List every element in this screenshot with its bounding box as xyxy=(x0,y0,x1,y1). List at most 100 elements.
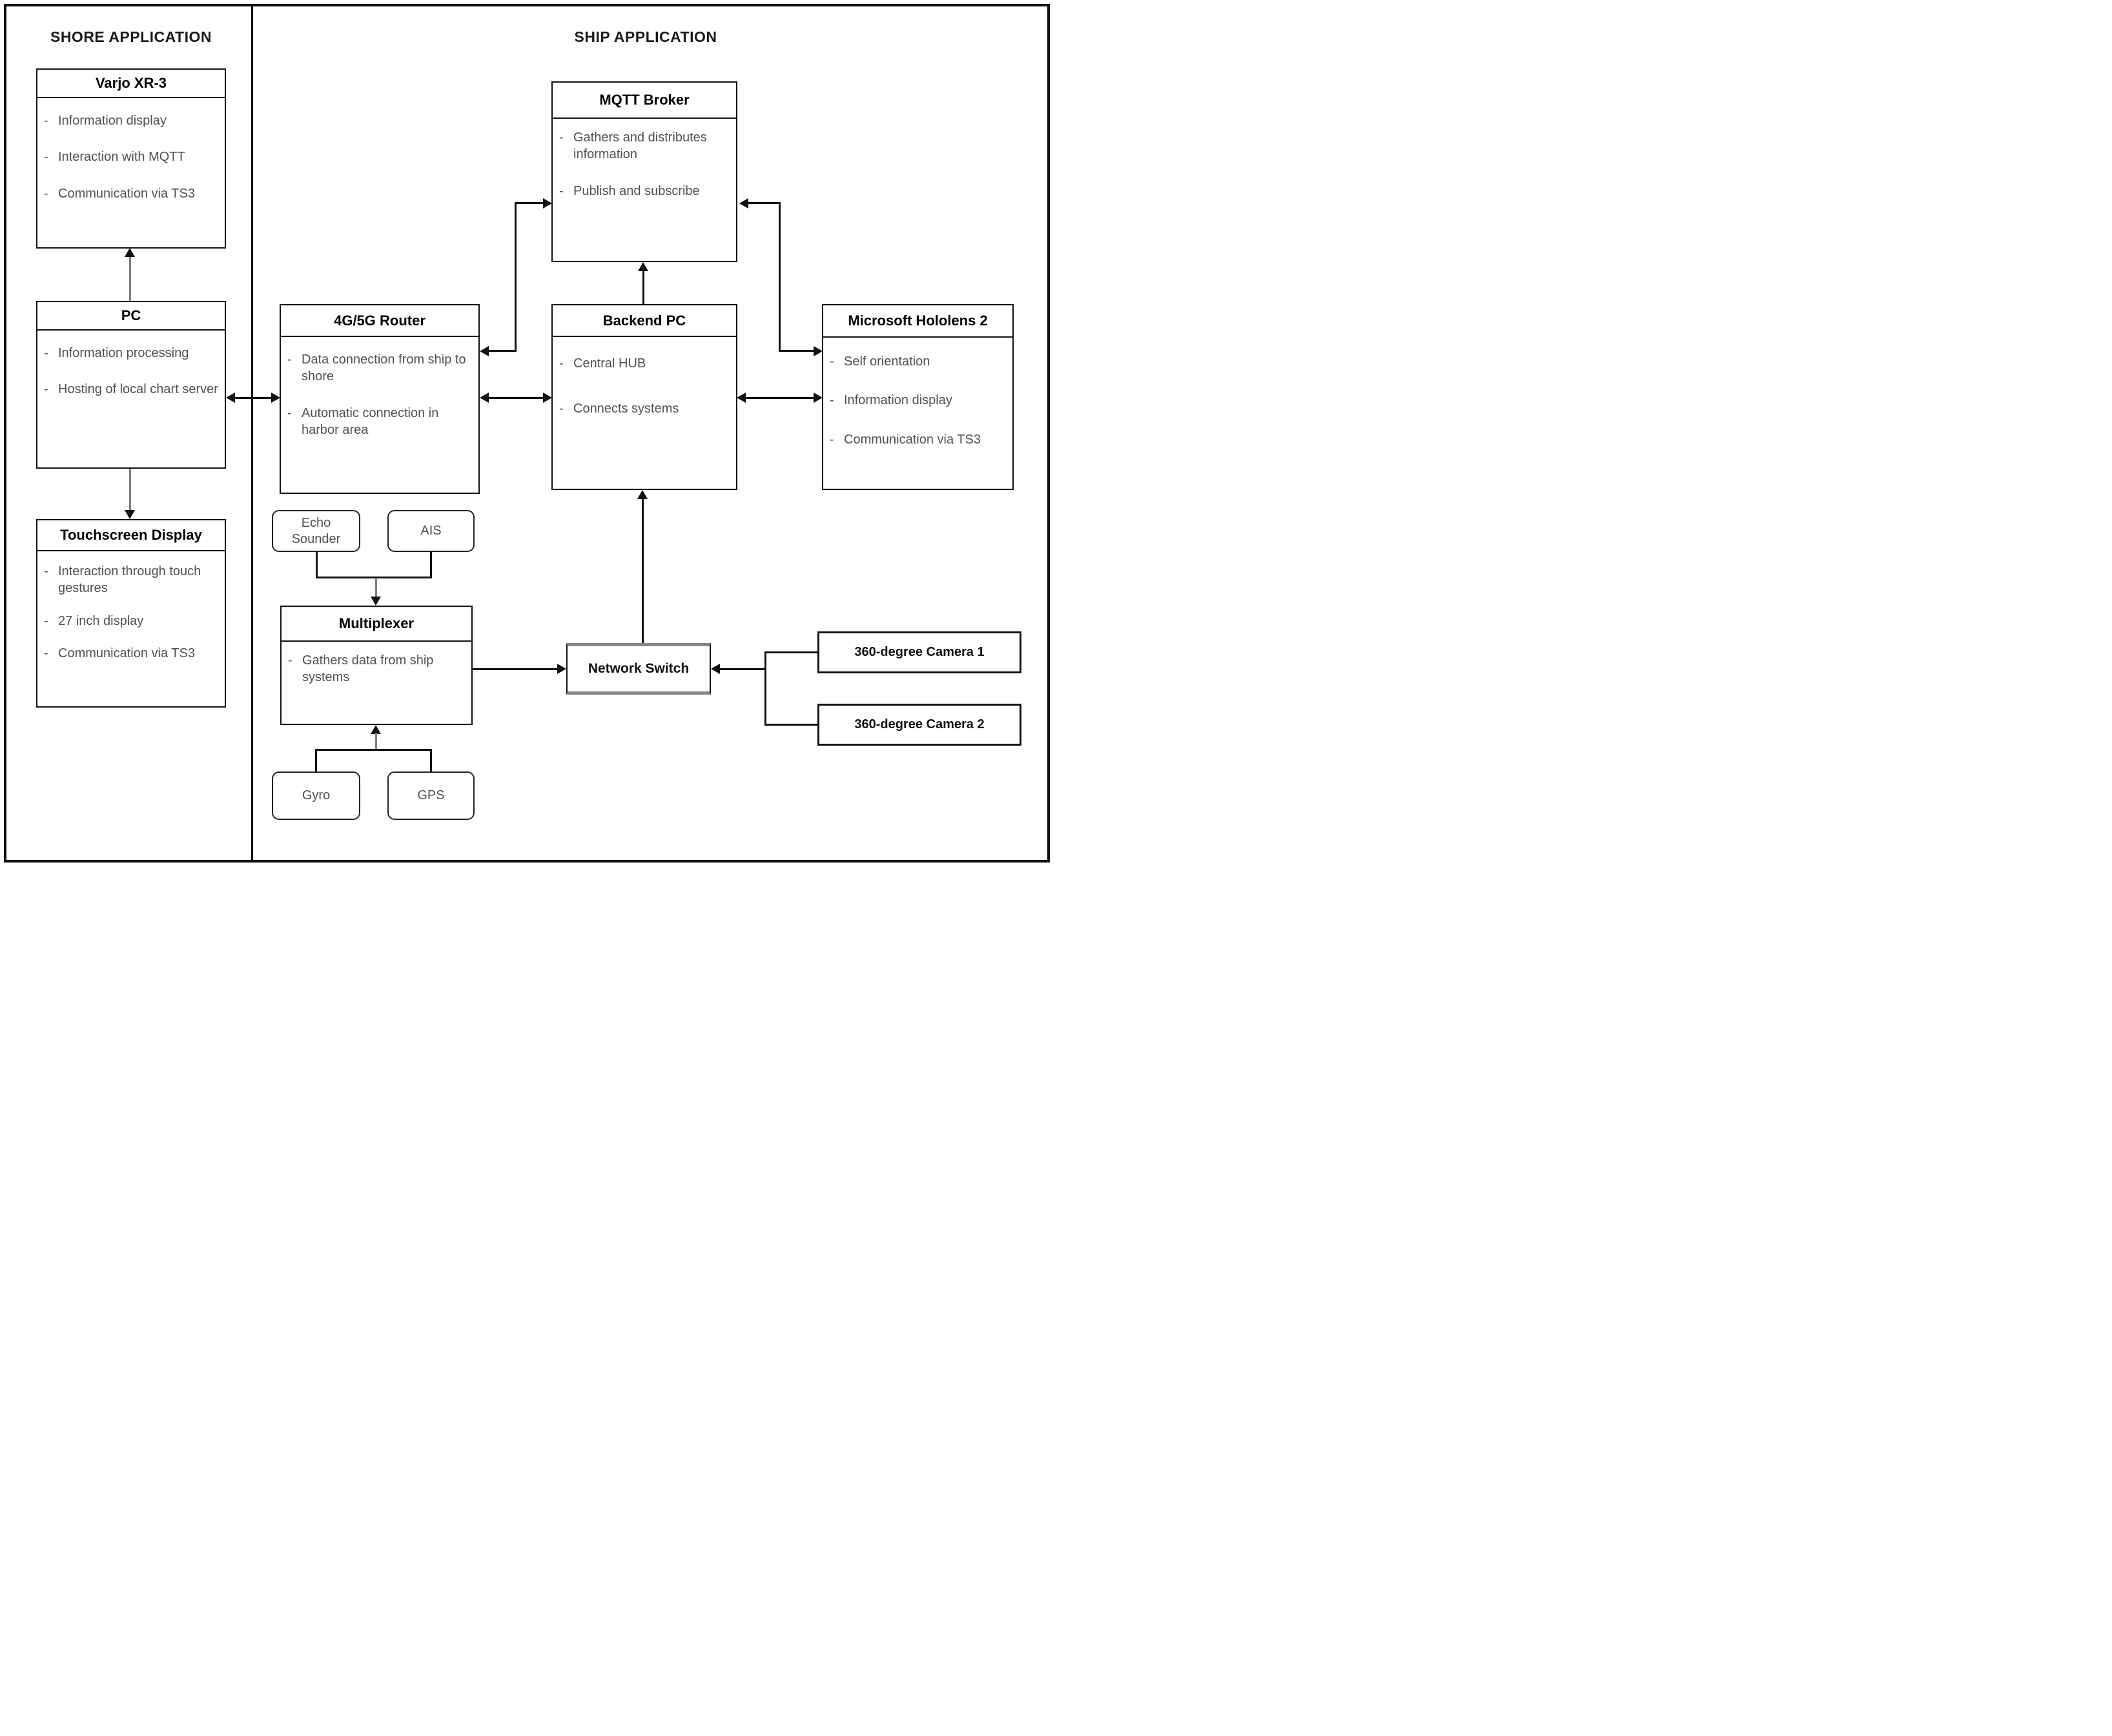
gyro-label: Gyro xyxy=(302,788,331,802)
bullet-dash: - xyxy=(287,405,292,420)
bullet-dash: - xyxy=(288,653,292,668)
bullet-dash: - xyxy=(559,130,564,145)
bullet-text: Information display xyxy=(844,393,952,408)
list-item: -Automatic connection in harbor area xyxy=(287,405,472,439)
bullet-text: Automatic connection in harbor area xyxy=(302,405,439,438)
bullet-text: Hosting of local chart server xyxy=(58,382,218,397)
bullet-dash: - xyxy=(830,393,834,408)
bullet-dash: - xyxy=(830,354,834,369)
varjo-xr3-box: Varjo XR-3 -Information display -Interac… xyxy=(36,68,226,249)
diagram-canvas: SHORE APPLICATION SHIP APPLICATION Varjo… xyxy=(0,0,1056,868)
connector-backend-to-mqtt xyxy=(642,270,644,304)
multiplexer-body: -Gathers data from ship systems xyxy=(282,642,471,711)
bullet-dash: - xyxy=(559,356,564,371)
varjo-xr3-title: Varjo XR-3 xyxy=(37,70,225,98)
connector-gyro-rise xyxy=(315,749,317,771)
bullet-dash: - xyxy=(559,183,564,198)
bullet-text: Communication via TS3 xyxy=(58,186,195,201)
camera2-box: 360-degree Camera 2 xyxy=(817,704,1021,746)
connector-router-mqtt-v xyxy=(515,202,517,352)
bullet-dash: - xyxy=(44,382,48,397)
arrowhead-left-mqtt-elbow xyxy=(739,198,748,209)
hololens-box: Microsoft Hololens 2 -Self orientation -… xyxy=(822,304,1014,490)
mqtt-broker-title: MQTT Broker xyxy=(553,83,736,119)
bullet-dash: - xyxy=(830,432,834,447)
connector-pc-to-touchscreen xyxy=(129,469,131,511)
arrowhead-right-router xyxy=(271,393,280,403)
backend-pc-box: Backend PC -Central HUB -Connects system… xyxy=(551,304,737,490)
gps-box: GPS xyxy=(387,771,475,820)
connector-echo-drop xyxy=(316,552,318,578)
touchscreen-display-title: Touchscreen Display xyxy=(37,520,225,551)
bullet-text: Interaction through touch gestures xyxy=(58,564,201,596)
connector-camera-trunk xyxy=(764,652,766,726)
ship-section-title: SHIP APPLICATION xyxy=(574,28,717,45)
list-item: -Data connection from ship to shore xyxy=(287,351,472,385)
gps-label: GPS xyxy=(417,788,445,802)
list-item: -Central HUB xyxy=(559,355,730,372)
bullet-dash: - xyxy=(44,564,48,578)
arrowhead-up-mqtt xyxy=(638,262,648,271)
connector-router-mqtt-h1 xyxy=(487,350,517,352)
mqtt-broker-body: -Gathers and distributes information -Pu… xyxy=(553,119,736,224)
arrowhead-down-touchscreen xyxy=(125,510,135,519)
ais-box: AIS xyxy=(387,510,475,552)
arrowhead-right-hololens-elbow xyxy=(814,346,823,356)
list-item: -Interaction through touch gestures xyxy=(44,563,218,597)
pc-body: -Information processing -Hosting of loca… xyxy=(37,331,225,423)
list-item: -Communication via TS3 xyxy=(44,645,218,662)
list-item: -Communication via TS3 xyxy=(44,185,218,202)
bullet-dash: - xyxy=(44,613,48,628)
bullet-dash: - xyxy=(44,186,48,201)
section-divider-line xyxy=(251,4,253,863)
multiplexer-title: Multiplexer xyxy=(282,607,471,642)
router-body: -Data connection from ship to shore -Aut… xyxy=(281,337,478,464)
list-item: -Interaction with MQTT xyxy=(44,148,218,165)
bullet-text: Data connection from ship to shore xyxy=(302,352,466,384)
connector-pc-router xyxy=(234,397,272,399)
list-item: -Information display xyxy=(44,112,218,129)
mqtt-broker-box: MQTT Broker -Gathers and distributes inf… xyxy=(551,81,737,262)
router-box: 4G/5G Router -Data connection from ship … xyxy=(280,304,480,494)
network-switch-box: Network Switch xyxy=(566,643,711,695)
touchscreen-display-body: -Interaction through touch gestures -27 … xyxy=(37,551,225,687)
bullet-dash: - xyxy=(559,402,564,416)
camera2-label: 360-degree Camera 2 xyxy=(854,717,985,731)
arrowhead-left-router xyxy=(480,393,489,403)
list-item: -Gathers data from ship systems xyxy=(288,652,465,686)
connector-switch-backend xyxy=(642,498,644,643)
bullet-text: Communication via TS3 xyxy=(844,432,981,447)
shore-section-title: SHORE APPLICATION xyxy=(50,28,212,45)
bullet-dash: - xyxy=(287,352,292,367)
connector-echo-ais-bar xyxy=(316,577,432,578)
connector-gyro-gps-bar xyxy=(315,749,431,751)
list-item: -Gathers and distributes information xyxy=(559,129,730,163)
backend-pc-title: Backend PC xyxy=(553,305,736,337)
bullet-text: Publish and subscribe xyxy=(573,183,700,198)
connector-camera1-stub xyxy=(764,651,817,653)
connector-trunk-switch xyxy=(719,668,766,670)
arrowhead-up-multiplexer xyxy=(371,725,381,734)
arrowhead-left-backend xyxy=(737,393,746,403)
pc-title: PC xyxy=(37,302,225,331)
arrowhead-left-switch xyxy=(711,664,720,674)
arrowhead-right-hololens xyxy=(814,393,823,403)
multiplexer-box: Multiplexer -Gathers data from ship syst… xyxy=(280,606,473,725)
connector-gps-rise xyxy=(430,749,432,771)
connector-backend-hololens xyxy=(744,397,814,399)
bullet-text: Interaction with MQTT xyxy=(58,150,185,165)
bullet-dash: - xyxy=(44,346,48,360)
arrowhead-left-router-elbow xyxy=(480,346,489,356)
arrowhead-up-backend xyxy=(637,490,648,499)
arrowhead-right-backend xyxy=(543,393,552,403)
connector-mqtt-hololens-h1 xyxy=(748,202,780,204)
bullet-dash: - xyxy=(44,114,48,128)
echo-sounder-box: Echo Sounder xyxy=(272,510,360,552)
list-item: -Connects systems xyxy=(559,400,730,417)
connector-bar-to-multiplexer-bottom xyxy=(375,733,377,750)
bullet-text: Self orientation xyxy=(844,354,930,369)
arrowhead-up-varjo xyxy=(125,248,135,257)
varjo-xr3-body: -Information display -Interaction with M… xyxy=(37,98,225,227)
bullet-text: Information processing xyxy=(58,346,189,360)
arrowhead-down-multiplexer xyxy=(371,597,381,606)
